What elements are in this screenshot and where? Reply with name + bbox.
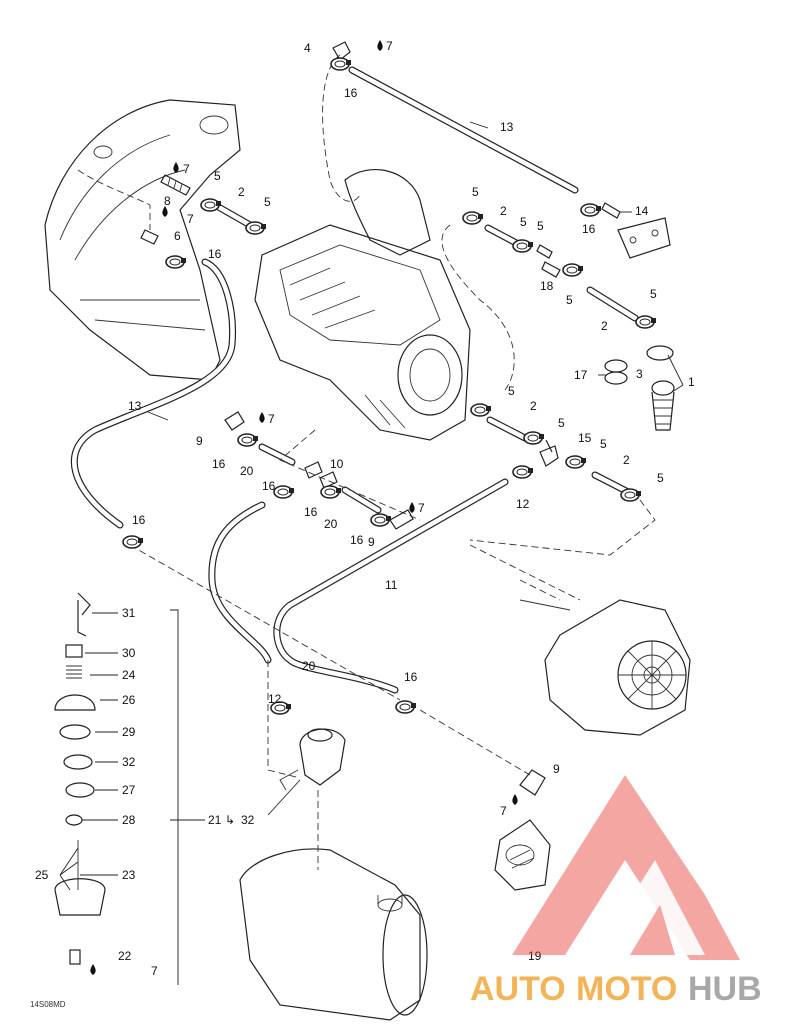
drop-icon (90, 964, 96, 975)
kit-arrow-icon: ↳ (225, 813, 235, 827)
jet-pump (469, 544, 691, 736)
callout: 26 (122, 693, 136, 707)
callout: 12 (268, 692, 282, 706)
hose-13-upper (348, 66, 579, 194)
callout: 16 (582, 222, 596, 236)
callout: 28 (122, 813, 136, 827)
exhaust-manifold (44, 99, 241, 381)
watermark: AUTO MOTO HUB (470, 775, 762, 1008)
check-valve-part1 (604, 345, 675, 431)
fittings (140, 41, 621, 796)
callout: 29 (122, 725, 136, 739)
callout: 3 (636, 367, 643, 381)
callout: 16 (350, 533, 364, 547)
callout: 20 (324, 517, 338, 531)
hose-11 (273, 478, 509, 694)
callout: 10 (330, 457, 344, 471)
callout: 31 (122, 606, 136, 620)
watermark-logo (512, 775, 740, 960)
callout: 5 (264, 195, 271, 209)
kit-label: 21 ↳ 32 (208, 813, 255, 827)
callout: 16 (212, 457, 226, 471)
callout: 19 (528, 949, 542, 963)
drop-icon (512, 794, 518, 805)
callout: 17 (574, 368, 588, 382)
callout: 20 (302, 659, 316, 673)
callout: 16 (132, 513, 146, 527)
callout: 16 (344, 86, 358, 100)
callout: 5 (650, 287, 657, 301)
reference-code: 14S08MD (30, 1000, 66, 1009)
callout: 5 (566, 293, 573, 307)
callout: 1 (688, 375, 695, 389)
callout: 2 (530, 399, 537, 413)
callout: 9 (368, 535, 375, 549)
callout: 5 (508, 384, 515, 398)
callout: 7 (268, 412, 275, 426)
drop-icon (259, 412, 265, 423)
callout: 16 (404, 670, 418, 684)
callout: 22 (118, 949, 132, 963)
callout: 2 (601, 319, 608, 333)
callout: 5 (472, 185, 479, 199)
callout: 7 (418, 501, 425, 515)
callout: 15 (578, 431, 592, 445)
callout: 9 (196, 434, 203, 448)
callout: 16 (262, 479, 276, 493)
callout: 13 (128, 399, 142, 413)
drop-icon (377, 40, 383, 51)
callout: 30 (122, 646, 136, 660)
callout: 7 (187, 212, 194, 226)
callout: 7 (386, 39, 393, 53)
callout: 6 (174, 229, 181, 243)
callout: 2 (238, 185, 245, 199)
valve-kit-parts (54, 592, 106, 965)
callout: 5 (657, 471, 664, 485)
leader-lines (59, 121, 684, 985)
callout: 5 (600, 437, 607, 451)
callout: 13 (500, 120, 514, 134)
callout: 5 (558, 416, 565, 430)
watermark-hub: HUB (688, 970, 762, 1008)
callout-labels: 1 2 2 2 2 2 3 4 5 5 5 5 5 5 5 5 5 5 5 6 … (35, 39, 695, 978)
bracket (617, 217, 671, 259)
engine-block (254, 169, 471, 441)
callout: 32 (122, 755, 136, 769)
callout: 27 (122, 783, 136, 797)
watermark-moto: MOTO (576, 970, 677, 1008)
hose-13-lower (70, 258, 237, 529)
callout: 4 (304, 41, 311, 55)
kit-from: 21 (208, 813, 222, 827)
reservoir (279, 728, 346, 791)
callout: 23 (122, 868, 136, 882)
callout: 2 (500, 204, 507, 218)
callout: 8 (164, 194, 171, 208)
callout: 11 (385, 578, 398, 592)
callout: 7 (183, 162, 190, 176)
callout: 14 (635, 204, 649, 218)
callout: 7 (151, 964, 158, 978)
vent-fitting (494, 819, 551, 891)
callout: 5 (520, 215, 527, 229)
callout: 2 (623, 453, 630, 467)
callout: 16 (208, 247, 222, 261)
hose-20 (208, 501, 272, 664)
callout: 24 (122, 668, 136, 682)
callout: 9 (553, 762, 560, 776)
drop-icon (409, 502, 415, 513)
callout: 12 (516, 497, 530, 511)
callout: 25 (35, 868, 49, 882)
callout: 5 (537, 219, 544, 233)
callout: 5 (214, 169, 221, 183)
routing-lines (77, 54, 656, 870)
callout: 16 (304, 505, 318, 519)
callout: 18 (540, 279, 554, 293)
tank (239, 848, 428, 1021)
kit-to: 32 (241, 813, 255, 827)
watermark-auto: AUTO (470, 970, 566, 1008)
callout: 7 (500, 804, 507, 818)
callout: 20 (240, 464, 254, 478)
